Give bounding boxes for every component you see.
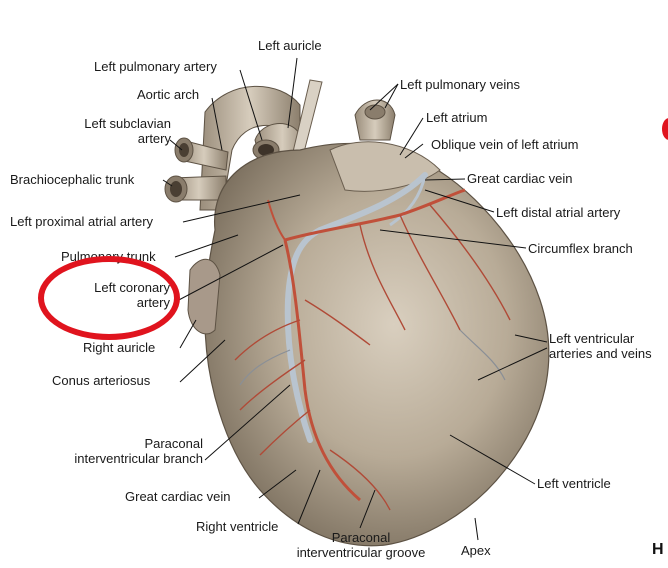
edge-letter: H [652,541,664,559]
label-aortic-arch: Aortic arch [137,87,199,102]
label-great-cardiac-vein-top: Great cardiac vein [467,171,573,186]
label-left-atrium: Left atrium [426,110,487,125]
label-left-ventricle: Left ventricle [537,476,611,491]
label-left-pulmonary-artery: Left pulmonary artery [94,59,217,74]
label-paraconal-interventricular-branch: Paraconal interventricular branch [40,436,203,466]
label-paraconal-interventricular-groove: Paraconal interventricular groove [282,530,440,560]
label-apex: Apex [461,543,491,558]
label-left-subclavian-artery: Left subclavian artery [54,116,171,146]
label-left-ventricular-arteries-and-veins: Left ventricular arteries and veins [549,331,652,361]
label-right-auricle: Right auricle [83,340,155,355]
label-circumflex-branch: Circumflex branch [528,241,633,256]
label-left-distal-atrial-artery: Left distal atrial artery [496,205,620,220]
right-auricle-shape [188,259,220,334]
label-great-cardiac-vein-bottom: Great cardiac vein [125,489,231,504]
label-left-auricle: Left auricle [258,38,322,53]
label-left-proximal-atrial-artery: Left proximal atrial artery [10,214,153,229]
label-right-ventricle: Right ventricle [196,519,278,534]
label-oblique-vein-of-left-atrium: Oblique vein of left atrium [431,137,578,152]
highlight-ring-left-coronary [38,256,180,340]
label-conus-arteriosus: Conus arteriosus [52,373,150,388]
label-left-pulmonary-veins: Left pulmonary veins [400,77,520,92]
label-brachiocephalic-trunk: Brachiocephalic trunk [10,172,134,187]
